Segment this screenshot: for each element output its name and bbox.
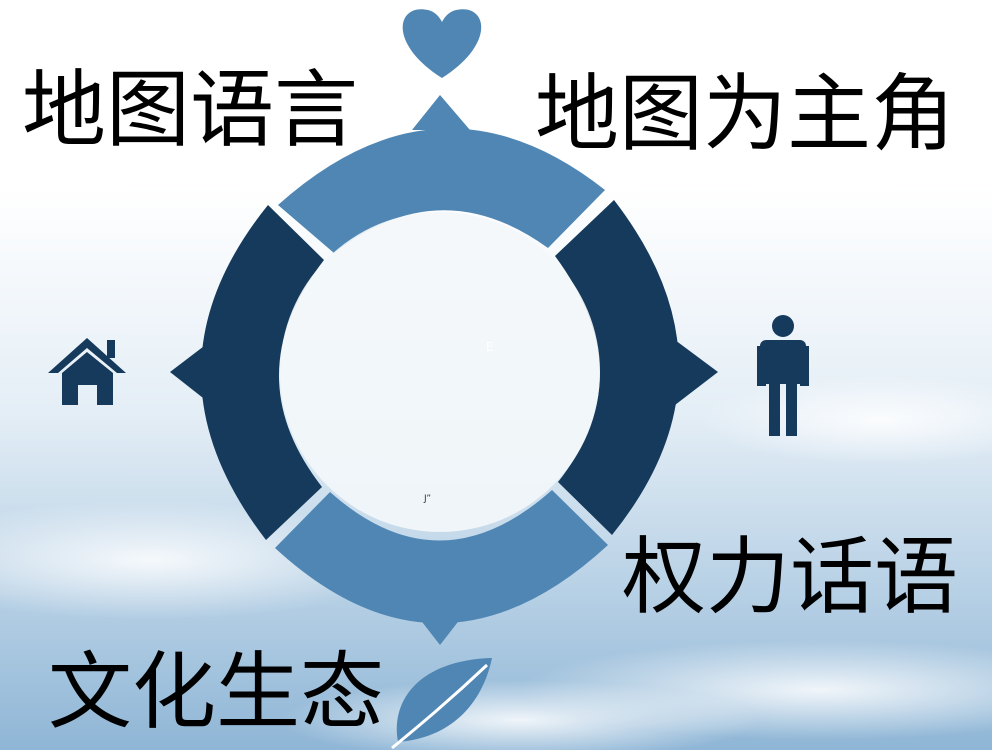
heart-icon (402, 9, 482, 78)
pointer-bottom (405, 600, 475, 645)
center-mark-b: J” (424, 494, 432, 504)
pointer-left (170, 340, 212, 405)
center-circle (280, 212, 600, 532)
leaf-icon (391, 658, 492, 750)
label-cultural-ecology: 文化生态 (48, 643, 385, 741)
pointer-right (675, 340, 718, 405)
label-map-protagonist: 地图为主角 (535, 65, 956, 163)
house-icon (48, 338, 126, 405)
segment-left (200, 205, 324, 540)
segment-right (555, 200, 680, 535)
center-mark-a: E (486, 340, 494, 354)
pointer-top (412, 95, 470, 130)
person-icon (757, 315, 809, 436)
label-power-discourse: 权力话语 (622, 528, 959, 626)
label-map-language: 地图语言 (22, 61, 359, 159)
segment-top (278, 128, 605, 253)
segment-bottom (275, 490, 608, 624)
